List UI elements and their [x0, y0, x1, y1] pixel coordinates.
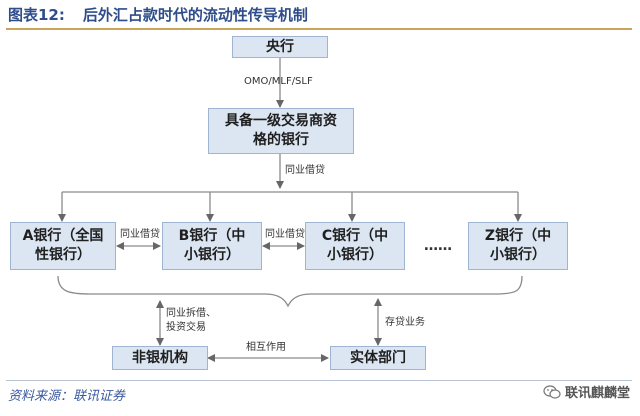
watermark-text: 联讯麒麟堂 [564, 386, 630, 401]
node-bank-b: B银行（中小银行） [162, 222, 262, 270]
node-bank-c: C银行（中小银行） [305, 222, 405, 270]
label-nonbank-link-1: 同业拆借、 [166, 308, 216, 319]
node-bank-a: A银行（全国性银行） [10, 222, 116, 270]
label-omo: OMO/MLF/SLF [244, 76, 313, 87]
figure-title-text: 后外汇占款时代的流动性传导机制 [82, 6, 308, 24]
title-rule [6, 28, 632, 30]
label-nonbank-link-2: 投资交易 [166, 322, 206, 333]
figure-number: 图表12: [8, 6, 65, 24]
wechat-icon [543, 384, 561, 399]
banks-brace [57, 275, 523, 308]
node-central-bank: 央行 [232, 36, 328, 58]
label-interbank-ab: 同业借贷 [120, 229, 160, 240]
source-note: 资料来源：联讯证券 [8, 389, 126, 404]
node-real-economy: 实体部门 [330, 346, 426, 370]
ellipsis: …… [424, 238, 452, 254]
figure-title: 图表12: 后外汇占款时代的流动性传导机制 [8, 4, 308, 26]
node-nonbank: 非银机构 [112, 346, 208, 370]
label-mutual: 相互作用 [246, 342, 286, 353]
watermark: 联讯麒麟堂 [543, 382, 630, 401]
node-primary-dealer: 具备一级交易商资格的银行 [208, 108, 354, 154]
label-deposit-loan: 存贷业务 [385, 317, 425, 328]
label-interbank-bc: 同业借贷 [265, 229, 305, 240]
footer-rule [6, 380, 632, 381]
label-interbank-down: 同业借贷 [285, 165, 325, 176]
node-bank-z: Z银行（中小银行） [468, 222, 568, 270]
